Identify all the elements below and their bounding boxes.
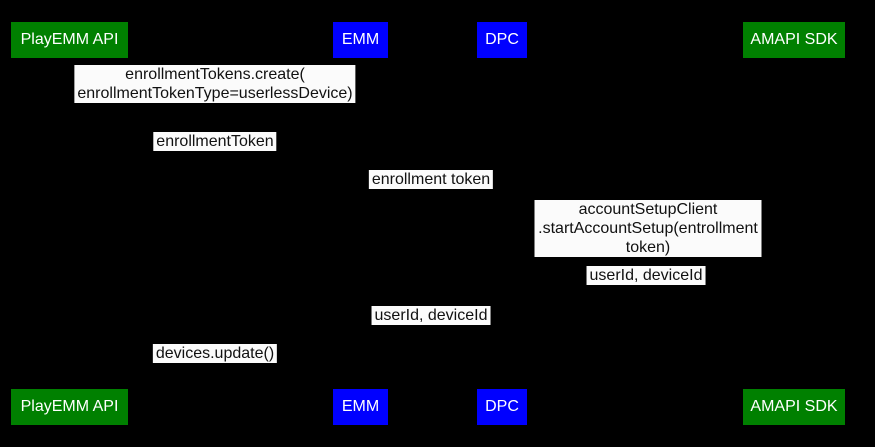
actor-amapi-sdk-bottom: AMAPI SDK [743, 389, 845, 425]
actor-emm-top: EMM [333, 22, 388, 58]
message-label-userid-deviceid-sdk: userId, deviceId [586, 266, 706, 285]
message-label-userid-deviceid-dpc: userId, deviceId [371, 306, 491, 325]
message-label-start-account-setup: accountSetupClient .startAccountSetup(en… [534, 200, 762, 257]
message-label-enrollment-token-to-dpc: enrollment token [368, 170, 494, 189]
message-arrow [69, 152, 360, 153]
actor-playemm-api-top: PlayEMM API [11, 22, 128, 58]
lifeline-emm [360, 58, 361, 389]
message-arrow [502, 286, 794, 287]
message-arrow [360, 326, 502, 327]
message-label-enrollment-token-return: enrollmentToken [153, 132, 277, 151]
actor-amapi-sdk-top: AMAPI SDK [743, 22, 845, 58]
message-label-devices-update: devices.update() [152, 344, 278, 363]
actor-dpc-top: DPC [477, 22, 527, 58]
lifeline-dpc [502, 58, 503, 389]
actor-emm-bottom: EMM [333, 389, 388, 425]
actor-playemm-api-bottom: PlayEMM API [11, 389, 128, 425]
message-label-enrollment-tokens-create: enrollmentTokens.create( enrollmentToken… [74, 65, 356, 103]
lifeline-playemm-api [69, 58, 70, 389]
message-arrow [360, 190, 502, 191]
lifeline-amapi-sdk [794, 58, 795, 389]
actor-dpc-bottom: DPC [477, 389, 527, 425]
message-arrow [69, 364, 360, 365]
message-arrow [69, 104, 360, 105]
